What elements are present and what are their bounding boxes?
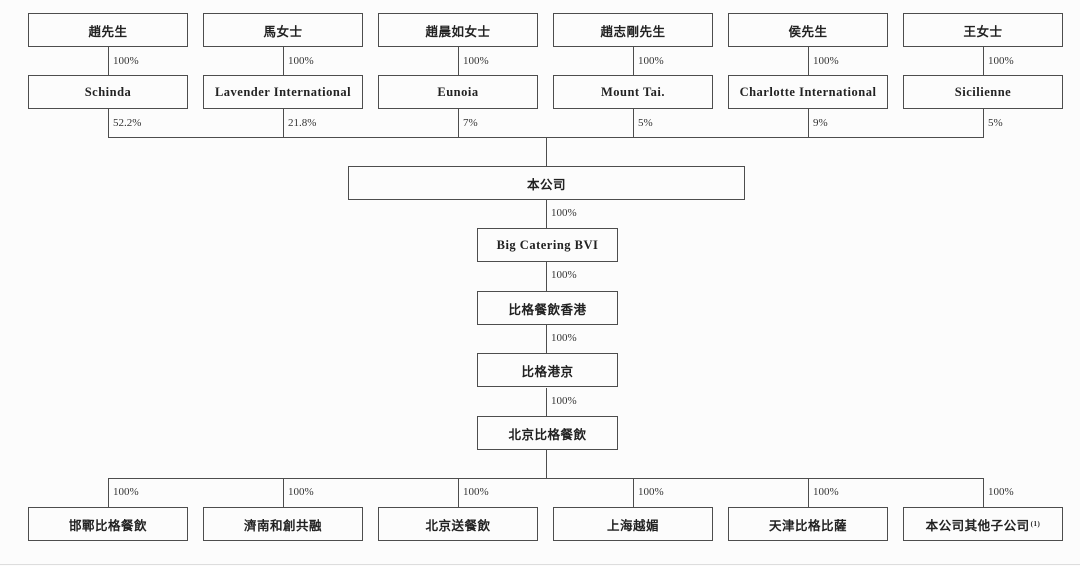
connector-line: [808, 109, 809, 137]
holding-percent-label: 100%: [638, 55, 664, 67]
connector-line: [808, 47, 809, 75]
chain-percent-label: 100%: [551, 395, 577, 407]
bus-line-bottom: [108, 478, 984, 479]
chain-company-name: 比格餐飲香港: [508, 302, 587, 317]
connector-line: [458, 47, 459, 75]
holding-percent-label: 100%: [463, 55, 489, 67]
subsidiary-box: 本公司其他子公司(1): [903, 507, 1063, 541]
subsidiary-percent-label: 100%: [113, 486, 139, 498]
holdco-name: Sicilienne: [954, 84, 1012, 99]
subsidiary-box: 邯鄲比格餐飲: [28, 507, 188, 541]
person-name: 侯先生: [788, 24, 828, 39]
subsidiary-box: 北京送餐飲: [378, 507, 538, 541]
holding-percent-label: 100%: [813, 55, 839, 67]
holdco-name: Eunoia: [437, 84, 479, 99]
person-box: 趙志剛先生: [553, 13, 713, 47]
holdco-name: Mount Tai.: [600, 84, 666, 99]
connector-line: [108, 47, 109, 75]
person-box: 王女士: [903, 13, 1063, 47]
subsidiary-percent-label: 100%: [988, 486, 1014, 498]
chain-company-box: 北京比格餐飲: [477, 416, 618, 450]
person-box: 趙晨如女士: [378, 13, 538, 47]
subsidiary-name: 濟南和創共融: [243, 518, 322, 533]
holdco-box: Eunoia: [378, 75, 538, 109]
holdco-box: Mount Tai.: [553, 75, 713, 109]
subsidiary-box: 濟南和創共融: [203, 507, 363, 541]
holdco-name: Schinda: [84, 84, 132, 99]
chain-percent-label: 100%: [551, 332, 577, 344]
person-box: 侯先生: [728, 13, 888, 47]
holdco-box: Lavender International: [203, 75, 363, 109]
connector-line: [546, 325, 547, 353]
person-name: 趙志剛先生: [600, 24, 666, 39]
connector-line: [983, 47, 984, 75]
connector-line: [108, 109, 109, 137]
connector-line: [633, 478, 634, 507]
holding-percent-label: 100%: [288, 55, 314, 67]
connector-line: [283, 47, 284, 75]
connector-line: [108, 478, 109, 507]
connector-line: [983, 478, 984, 507]
parent-company-name: 本公司: [526, 177, 566, 192]
subsidiary-box: 上海越媚: [553, 507, 713, 541]
ownership-percent-label: 9%: [813, 117, 828, 129]
chain-percent-label: 100%: [551, 207, 577, 219]
connector-line: [546, 137, 547, 166]
subsidiary-percent-label: 100%: [463, 486, 489, 498]
subsidiary-name: 上海越媚: [606, 518, 659, 533]
person-name: 王女士: [963, 24, 1003, 39]
subsidiary-name: 北京送餐飲: [425, 518, 491, 533]
connector-line: [458, 478, 459, 507]
ownership-percent-label: 7%: [463, 117, 478, 129]
page-edge-line: [0, 564, 1080, 565]
footnote-marker: (1): [1030, 519, 1041, 528]
person-box: 趙先生: [28, 13, 188, 47]
chain-percent-label: 100%: [551, 269, 577, 281]
chain-company-box: 比格港京: [477, 353, 618, 387]
chain-company-name: 北京比格餐飲: [508, 427, 587, 442]
chain-company-box: Big Catering BVI: [477, 228, 618, 262]
holding-percent-label: 100%: [113, 55, 139, 67]
connector-line: [283, 478, 284, 507]
ownership-percent-label: 5%: [638, 117, 653, 129]
parent-company-box: 本公司: [348, 166, 745, 200]
chain-company-box: 比格餐飲香港: [477, 291, 618, 325]
subsidiary-name: 本公司其他子公司: [925, 518, 1030, 533]
connector-line: [458, 109, 459, 137]
connector-line: [808, 478, 809, 507]
subsidiary-percent-label: 100%: [288, 486, 314, 498]
subsidiary-percent-label: 100%: [638, 486, 664, 498]
connector-line: [546, 450, 547, 478]
holdco-box: Schinda: [28, 75, 188, 109]
holding-percent-label: 100%: [988, 55, 1014, 67]
subsidiary-percent-label: 100%: [813, 486, 839, 498]
ownership-percent-label: 52.2%: [113, 117, 142, 129]
connector-line: [983, 109, 984, 137]
holdco-box: Sicilienne: [903, 75, 1063, 109]
connector-line: [546, 200, 547, 228]
subsidiary-name: 天津比格比薩: [768, 518, 847, 533]
connector-line: [546, 388, 547, 416]
connector-line: [633, 109, 634, 137]
connector-line: [633, 47, 634, 75]
chain-company-name: 比格港京: [521, 364, 574, 379]
person-name: 趙先生: [88, 24, 128, 39]
subsidiary-box: 天津比格比薩: [728, 507, 888, 541]
holdco-name: Charlotte International: [739, 84, 877, 99]
chain-company-name: Big Catering BVI: [496, 237, 599, 252]
person-name: 馬女士: [263, 24, 303, 39]
connector-line: [283, 109, 284, 137]
subsidiary-name: 邯鄲比格餐飲: [68, 518, 147, 533]
ownership-percent-label: 21.8%: [288, 117, 317, 129]
holdco-name: Lavender International: [214, 84, 352, 99]
holdco-box: Charlotte International: [728, 75, 888, 109]
connector-line: [546, 262, 547, 291]
person-name: 趙晨如女士: [425, 24, 491, 39]
person-box: 馬女士: [203, 13, 363, 47]
ownership-percent-label: 5%: [988, 117, 1003, 129]
